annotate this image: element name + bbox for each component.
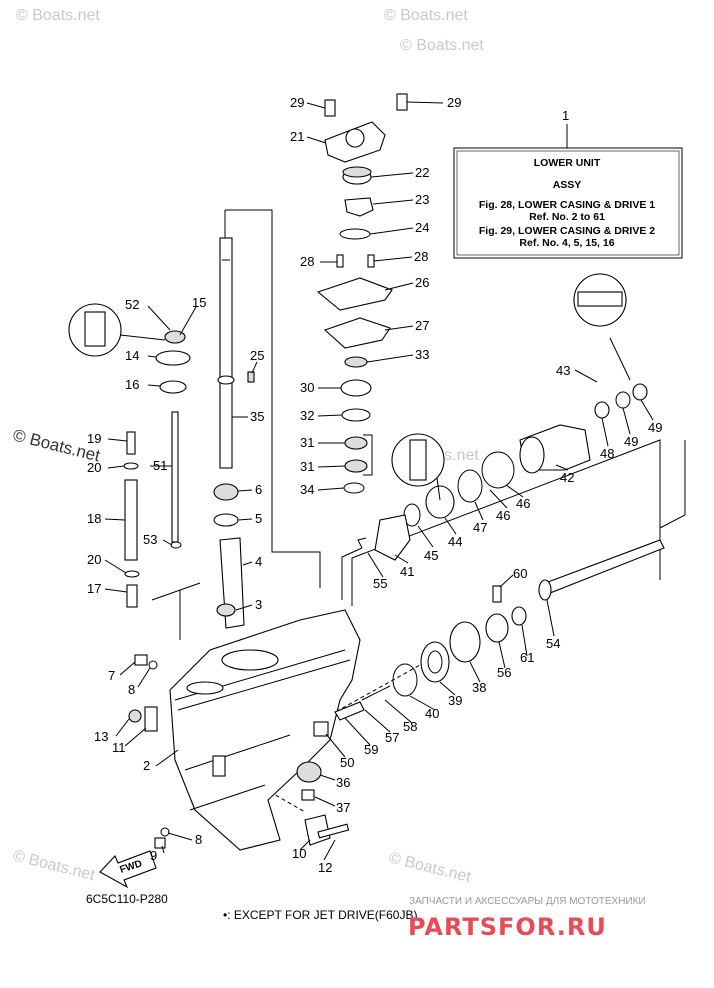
partsfor-logo: ЗАПЧАСТИ И АКСЕССУАРЫ ДЛЯ МОТОТЕХНИКИ PA… [408,896,646,941]
callout-55: 55 [373,576,387,591]
callout-31a: 31 [300,435,314,450]
propeller-shaft-group [296,273,665,846]
watermark-top-left: © Boats.net [16,7,100,24]
watermark-bottom-right: © Boats.net [387,849,473,886]
callout-32: 32 [300,408,314,423]
forward-direction-arrow: FWD [99,850,157,889]
callout-13: 13 [94,729,108,744]
callout-51: 51 [153,458,167,473]
brand-tagline: ЗАПЧАСТИ И АКСЕССУАРЫ ДЛЯ МОТОТЕХНИКИ [409,896,646,907]
legend-ref: 1 [562,108,569,123]
callout-49a: 49 [624,434,638,449]
callout-59: 59 [364,742,378,757]
callout-47: 47 [473,520,487,535]
legend-line6: Ref. No. 4, 5, 15, 16 [519,237,614,249]
watermark-top-center: © Boats.net [384,7,468,24]
callout-54: 54 [546,636,560,651]
callout-24: 24 [415,220,429,235]
callout-22: 22 [415,165,429,180]
callout-16: 16 [125,377,139,392]
callout-25: 25 [250,348,264,363]
callout-38: 38 [472,680,486,695]
callout-60: 60 [513,566,527,581]
callout-12: 12 [318,860,332,875]
callout-11: 11 [112,740,126,755]
legend-line3: Fig. 28, LOWER CASING & DRIVE 1 [479,199,655,211]
callout-8a: 8 [128,682,135,697]
legend-line1: LOWER UNIT [534,157,601,169]
callout-37: 37 [336,800,350,815]
callout-7: 7 [108,668,115,683]
callout-43: 43 [556,363,570,378]
brand-name: PARTSFOR.RU [408,913,607,941]
callout-10: 10 [292,846,306,861]
watermark-top-right: © Boats.net [400,37,484,54]
callout-58: 58 [403,719,417,734]
callout-31b: 31 [300,459,314,474]
callout-39: 39 [448,693,462,708]
diagram-code: 6C5C110-P280 [86,892,168,906]
lower-casing [169,609,361,851]
legend-box: 1 LOWER UNIT ASSY Fig. 28, LOWER CASING … [453,108,683,259]
callout-56: 56 [497,665,511,680]
callout-21: 21 [290,129,304,144]
callout-28a: 28 [300,254,314,269]
callout-45: 45 [424,548,438,563]
water-pump-group [316,93,408,494]
callout-29b: 29 [447,95,461,110]
callout-numbers: 29 29 21 22 23 24 28 28 26 27 33 30 32 3… [87,95,662,875]
callout-27: 27 [415,318,429,333]
callout-48: 48 [600,446,614,461]
callout-15: 15 [192,295,206,310]
legend-line4: Ref. No. 2 to 61 [529,211,605,223]
watermark-bottom-left: © Boats.net [11,847,97,884]
callout-35: 35 [250,409,264,424]
callout-53: 53 [143,532,157,547]
callout-34: 34 [300,482,314,497]
callout-8b: 8 [195,832,202,847]
callout-46b: 46 [496,508,510,523]
callout-41: 41 [400,564,414,579]
casing-hardware [128,654,170,849]
callout-5: 5 [255,511,262,526]
callout-14: 14 [125,348,139,363]
callout-33: 33 [415,347,429,362]
callout-9: 9 [150,848,157,863]
callout-61: 61 [520,650,534,665]
footnote: •: EXCEPT FOR JET DRIVE(F60JB) [223,908,417,922]
callout-42: 42 [560,470,574,485]
callout-57: 57 [385,730,399,745]
callout-2: 2 [143,758,150,773]
callout-50: 50 [340,755,354,770]
callout-52: 52 [125,297,139,312]
leader-lines [104,101,654,861]
callout-29a: 29 [290,95,304,110]
callout-28b: 28 [414,249,428,264]
callout-44: 44 [448,534,462,549]
drive-shaft [213,237,255,629]
callout-6: 6 [255,482,262,497]
callout-20a: 20 [87,460,101,475]
callout-40: 40 [425,706,439,721]
callout-23: 23 [415,192,429,207]
legend-line2: ASSY [553,179,582,191]
assembly-guide-lines [151,209,686,813]
callout-20b: 20 [87,552,101,567]
callout-18: 18 [87,511,101,526]
callout-46a: 46 [516,496,530,511]
callout-26: 26 [415,275,429,290]
callout-3: 3 [255,597,262,612]
shift-rod-group [68,303,191,608]
callout-49b: 49 [648,420,662,435]
callout-36: 36 [336,775,350,790]
callout-17: 17 [87,581,101,596]
callout-4: 4 [255,554,262,569]
legend-line5: Fig. 29, LOWER CASING & DRIVE 2 [479,225,655,237]
callout-30: 30 [300,380,314,395]
callout-19: 19 [87,431,101,446]
